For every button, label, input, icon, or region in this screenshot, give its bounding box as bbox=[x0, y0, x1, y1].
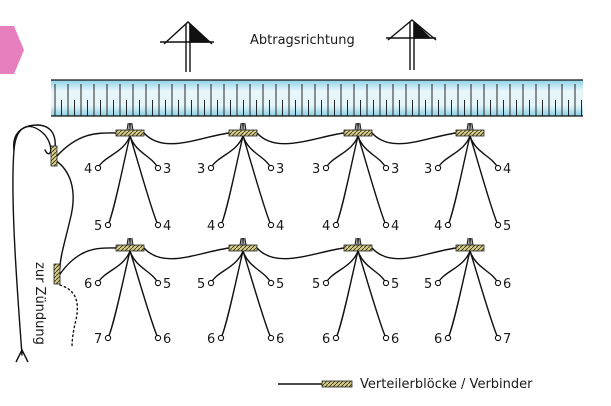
blast-hole bbox=[322, 164, 330, 172]
delay-number-label: 6 bbox=[434, 332, 442, 347]
blast-hole bbox=[332, 221, 340, 229]
connector-block bbox=[228, 244, 258, 252]
page-tab-marker bbox=[0, 26, 24, 74]
delay-number-label: 3 bbox=[163, 162, 171, 177]
delay-number-label: 5 bbox=[424, 277, 432, 292]
delay-number-label: 5 bbox=[163, 277, 171, 292]
delay-number-label: 6 bbox=[163, 332, 171, 347]
delay-number-label: 3 bbox=[312, 162, 320, 177]
blast-hole bbox=[494, 164, 502, 172]
blast-hole bbox=[382, 334, 390, 342]
legend-connector-swatch bbox=[321, 380, 353, 388]
blast-hole bbox=[444, 221, 452, 229]
blast-hole bbox=[494, 334, 502, 342]
blast-hole bbox=[382, 279, 390, 287]
blast-hole bbox=[267, 279, 275, 287]
blast-hole bbox=[104, 221, 112, 229]
delay-number-label: 4 bbox=[207, 219, 215, 234]
blast-hole bbox=[94, 279, 102, 287]
blast-hole bbox=[217, 221, 225, 229]
direction-arrow-icon bbox=[386, 19, 437, 70]
delay-number-label: 5 bbox=[197, 277, 205, 292]
delay-number-label: 4 bbox=[391, 219, 399, 234]
delay-number-label: 3 bbox=[391, 162, 399, 177]
delay-number-label: 6 bbox=[207, 332, 215, 347]
blast-hole bbox=[382, 164, 390, 172]
blast-hole bbox=[154, 279, 162, 287]
delay-number-label: 3 bbox=[276, 162, 284, 177]
delay-number-label: 5 bbox=[503, 219, 511, 234]
blast-hole-group: 3 3 4 4 bbox=[312, 122, 399, 234]
connector-block bbox=[115, 244, 145, 252]
connector-block bbox=[50, 145, 58, 167]
delay-number-label: 7 bbox=[94, 332, 102, 347]
connector-block bbox=[228, 129, 258, 137]
connector-block bbox=[53, 263, 61, 285]
trunk-line bbox=[12, 125, 52, 356]
blast-hole bbox=[434, 279, 442, 287]
blast-hole bbox=[444, 334, 452, 342]
blast-hole-group: 6 5 7 6 bbox=[84, 237, 171, 347]
blast-hole bbox=[267, 164, 275, 172]
blast-hole bbox=[332, 334, 340, 342]
blast-hole bbox=[494, 221, 502, 229]
delay-number-label: 5 bbox=[94, 219, 102, 234]
diagram-title: Abtragsrichtung bbox=[250, 33, 355, 48]
delay-number-label: 5 bbox=[276, 277, 284, 292]
direction-arrow-icon bbox=[160, 21, 214, 72]
bus-line bbox=[56, 132, 457, 157]
delay-number-label: 4 bbox=[322, 219, 330, 234]
blast-hole bbox=[267, 221, 275, 229]
blast-hole bbox=[434, 164, 442, 172]
delay-number-label: 4 bbox=[84, 162, 92, 177]
blast-hole bbox=[322, 279, 330, 287]
delay-number-label: 4 bbox=[276, 219, 284, 234]
blast-hole-group: 5 6 6 7 bbox=[424, 237, 511, 347]
delay-number-label: 3 bbox=[424, 162, 432, 177]
blast-hole bbox=[94, 164, 102, 172]
delay-number-label: 6 bbox=[322, 332, 330, 347]
blast-hole bbox=[154, 221, 162, 229]
delay-number-label: 6 bbox=[84, 277, 92, 292]
legend: Verteilerblöcke / Verbinder bbox=[278, 377, 533, 392]
blast-hole bbox=[494, 279, 502, 287]
delay-number-label: 5 bbox=[312, 277, 320, 292]
delay-number-label: 6 bbox=[503, 277, 511, 292]
connector-block bbox=[343, 244, 373, 252]
blast-hole-group: 3 3 4 4 bbox=[197, 122, 284, 234]
blast-hole bbox=[267, 334, 275, 342]
blast-hole bbox=[104, 334, 112, 342]
connector-block bbox=[455, 129, 485, 137]
blast-hole bbox=[217, 334, 225, 342]
blast-hole bbox=[207, 279, 215, 287]
blast-hole bbox=[154, 164, 162, 172]
delay-number-label: 4 bbox=[503, 162, 511, 177]
rock-face-band bbox=[51, 79, 583, 117]
delay-number-label: 3 bbox=[197, 162, 205, 177]
blast-hole-group: 3 4 4 5 bbox=[424, 122, 511, 234]
blast-hole-group: 4 3 5 4 bbox=[84, 122, 171, 234]
blast-hole bbox=[382, 221, 390, 229]
delay-number-label: 6 bbox=[276, 332, 284, 347]
connector-block bbox=[455, 244, 485, 252]
delay-number-label: 5 bbox=[391, 277, 399, 292]
ignition-label: zur Zündung bbox=[32, 262, 47, 345]
delay-number-label: 4 bbox=[163, 219, 171, 234]
connector-block bbox=[115, 129, 145, 137]
blast-hole bbox=[207, 164, 215, 172]
blast-hole-group: 5 5 6 6 bbox=[312, 237, 399, 347]
blast-hole-group: 5 5 6 6 bbox=[197, 237, 284, 347]
delay-number-label: 6 bbox=[391, 332, 399, 347]
blast-hole bbox=[154, 334, 162, 342]
delay-number-label: 4 bbox=[434, 219, 442, 234]
connector-block bbox=[343, 129, 373, 137]
bus-line bbox=[59, 247, 457, 275]
delay-number-label: 7 bbox=[503, 332, 511, 347]
legend-label: Verteilerblöcke / Verbinder bbox=[360, 377, 533, 392]
